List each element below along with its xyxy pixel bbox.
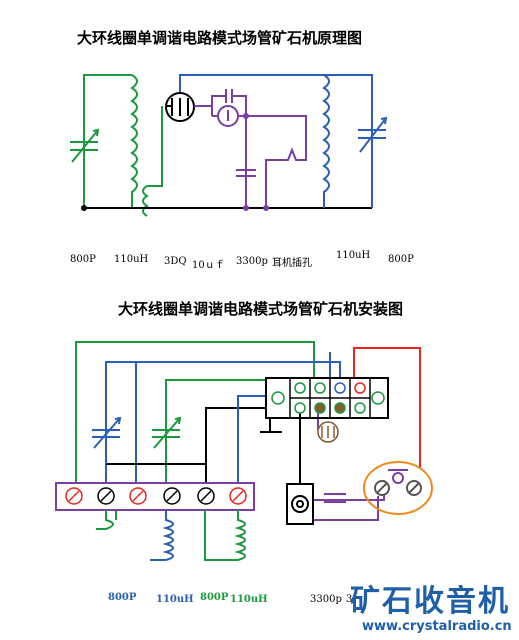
- label-cap-3300: 3300p: [236, 256, 268, 267]
- screw-black-1: [97, 487, 115, 505]
- terminal-strip: [55, 482, 255, 511]
- coil-3: [204, 510, 246, 561]
- coil-1: [96, 510, 114, 530]
- coil-2: [150, 510, 174, 561]
- label-cap1: 800P: [108, 592, 137, 603]
- label-cut: 3: [346, 594, 353, 605]
- label-coil1: 110uH: [156, 594, 194, 605]
- label-cap2: 800P: [200, 592, 229, 603]
- right-coil: [322, 74, 330, 208]
- label-coil-left: 110uH: [114, 254, 149, 265]
- green-wire-2: [165, 379, 300, 493]
- mounted-fet: [317, 421, 339, 443]
- left-coil: [130, 74, 138, 208]
- right-blue-loop: [324, 74, 373, 208]
- label-cap3300: 3300p: [310, 594, 342, 605]
- screw-black-3: [197, 487, 215, 505]
- wiring-diagram: [55, 341, 433, 561]
- screw-red-2: [129, 487, 147, 505]
- variable-cap-1: [92, 400, 122, 464]
- board-terminals: [271, 377, 385, 419]
- earphone-ellipse: [363, 461, 433, 515]
- label-cap-left: 800P: [70, 254, 96, 265]
- label-coil2: 110uH: [230, 594, 268, 605]
- coupling-coil: [142, 185, 149, 217]
- label-coil-right: 110uH: [336, 250, 371, 261]
- fet-drain-wire: [179, 74, 324, 92]
- brand-url: www.crystalradio.cn: [362, 619, 512, 634]
- screw-red-3: [229, 487, 247, 505]
- label-cap-right: 800P: [388, 254, 414, 265]
- label-fet: 3DQ: [164, 256, 187, 267]
- screw-black-2: [163, 487, 181, 505]
- earphone-jack: [286, 483, 314, 525]
- screw-red-1: [65, 487, 83, 505]
- label-cap-10uf: 10ｕｆ: [192, 260, 225, 271]
- schematic-diagram: [70, 74, 388, 217]
- brand-logo: 矿石收音机: [350, 584, 510, 619]
- output-network: [211, 89, 307, 208]
- label-earphone: 耳机插孔: [272, 258, 312, 269]
- red-wire: [353, 347, 421, 468]
- left-variable-capacitor: [70, 75, 100, 208]
- terminal-screws: [65, 487, 247, 505]
- right-variable-capacitor: [358, 116, 388, 153]
- schematic-title: 大环线圈单调谐电路模式场管矿石机原理图: [77, 29, 363, 47]
- installation-title: 大环线圈单调谐电路模式场管矿石机安装图: [118, 300, 404, 318]
- variable-cap-2: [152, 400, 182, 449]
